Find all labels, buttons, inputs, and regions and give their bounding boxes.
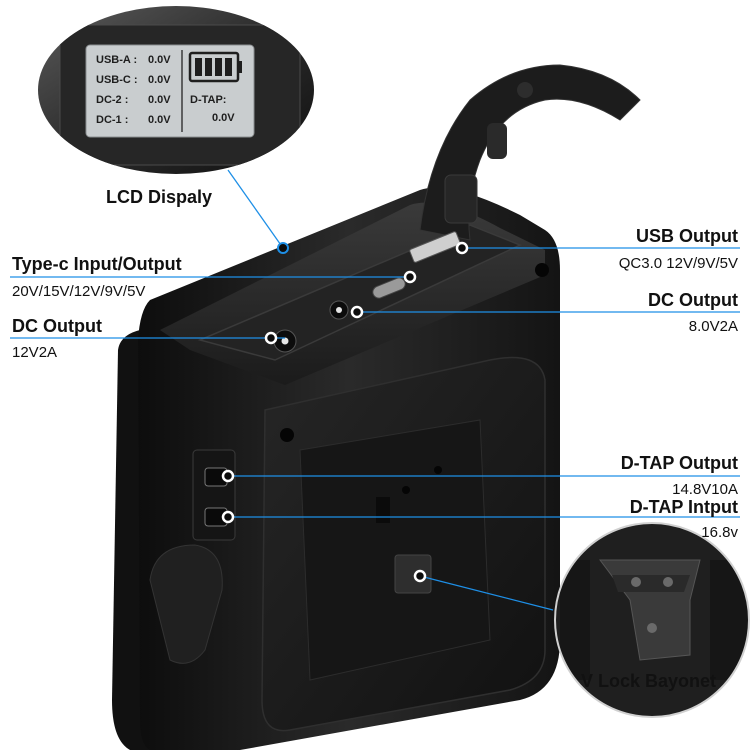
- lcd-row-usb-a-label: USB-A :: [96, 54, 138, 66]
- side-handle: [149, 544, 223, 664]
- lcd-row-dc2-label: DC-2 :: [96, 94, 129, 106]
- mount-hole: [280, 428, 294, 442]
- vlock-screw: [663, 577, 673, 587]
- callout-dot: [350, 305, 364, 319]
- plate-recess: [299, 419, 491, 681]
- callout-dot: [455, 241, 469, 255]
- callout-dot: [413, 569, 427, 583]
- lcd-row-dc2-value: 0.0V: [148, 94, 171, 106]
- lcd-battery-icon: [188, 51, 242, 83]
- strap-buckle: [444, 174, 478, 224]
- label-usb-title: USB Output: [636, 226, 738, 246]
- label-typec-title: Type-c Input/Output: [12, 254, 182, 274]
- label-dc-right-title: DC Output: [648, 290, 738, 310]
- callout-dot: [403, 270, 417, 284]
- leader-vlock: [419, 575, 554, 611]
- label-vlock: V Lock Bayonet: [581, 671, 717, 691]
- lcd-row-usb-a-value: 0.0V: [148, 54, 171, 66]
- mount-hole: [434, 466, 442, 474]
- vlock-tab: [394, 554, 432, 594]
- vlock-screw: [631, 577, 641, 587]
- dc-port-right-pin: [336, 307, 342, 313]
- plate-slot: [376, 497, 390, 523]
- strap-snap: [517, 82, 533, 98]
- lcd-row-dc1-value: 0.0V: [148, 114, 171, 126]
- usb-c-port: [372, 277, 406, 299]
- lcd-row-dc1-label: DC-1 :: [96, 114, 129, 126]
- label-dc-left-sub: 12V2A: [12, 344, 58, 361]
- usb-a-port: [409, 231, 461, 263]
- port-panel: [197, 224, 522, 361]
- leader-lcd: [227, 169, 284, 249]
- lcd-dtap-label: D-TAP:: [190, 94, 227, 106]
- vlock-inset: [554, 522, 750, 718]
- callout-dot: [221, 510, 235, 524]
- callout-dot: [277, 242, 289, 254]
- label-dtap-in-sub: 16.8v: [701, 524, 738, 541]
- dc-port-left-pin: [281, 337, 289, 345]
- lcd-row-usb-c-value: 0.0V: [148, 74, 171, 86]
- callout-dots: [221, 241, 469, 583]
- callout-lines: [10, 169, 740, 611]
- vlock-screw: [647, 623, 657, 633]
- label-dtap-in-title: D-TAP Intput: [629, 497, 738, 517]
- callout-dot: [264, 331, 278, 345]
- label-dc-left-title: DC Output: [12, 316, 102, 336]
- lcd-inset: [38, 6, 314, 174]
- strap-handle: [419, 64, 641, 241]
- label-dtap-out-sub: 14.8V10A: [672, 481, 738, 498]
- strap-ridge: [487, 123, 507, 159]
- mount-hole: [535, 263, 549, 277]
- label-lcd-display: LCD Dispaly: [106, 187, 213, 207]
- label-usb-sub: QC3.0 12V/9V/5V: [618, 255, 738, 272]
- label-dc-right-sub: 8.0V2A: [688, 318, 738, 335]
- label-typec-sub: 20V/15V/12V/9V/5V: [12, 283, 146, 300]
- lcd-row-usb-c-label: USB-C :: [96, 74, 138, 86]
- lcd-dtap-value: 0.0V: [212, 112, 235, 124]
- mount-hole: [402, 486, 410, 494]
- label-dtap-out-title: D-TAP Output: [620, 453, 738, 473]
- callout-dot: [221, 469, 235, 483]
